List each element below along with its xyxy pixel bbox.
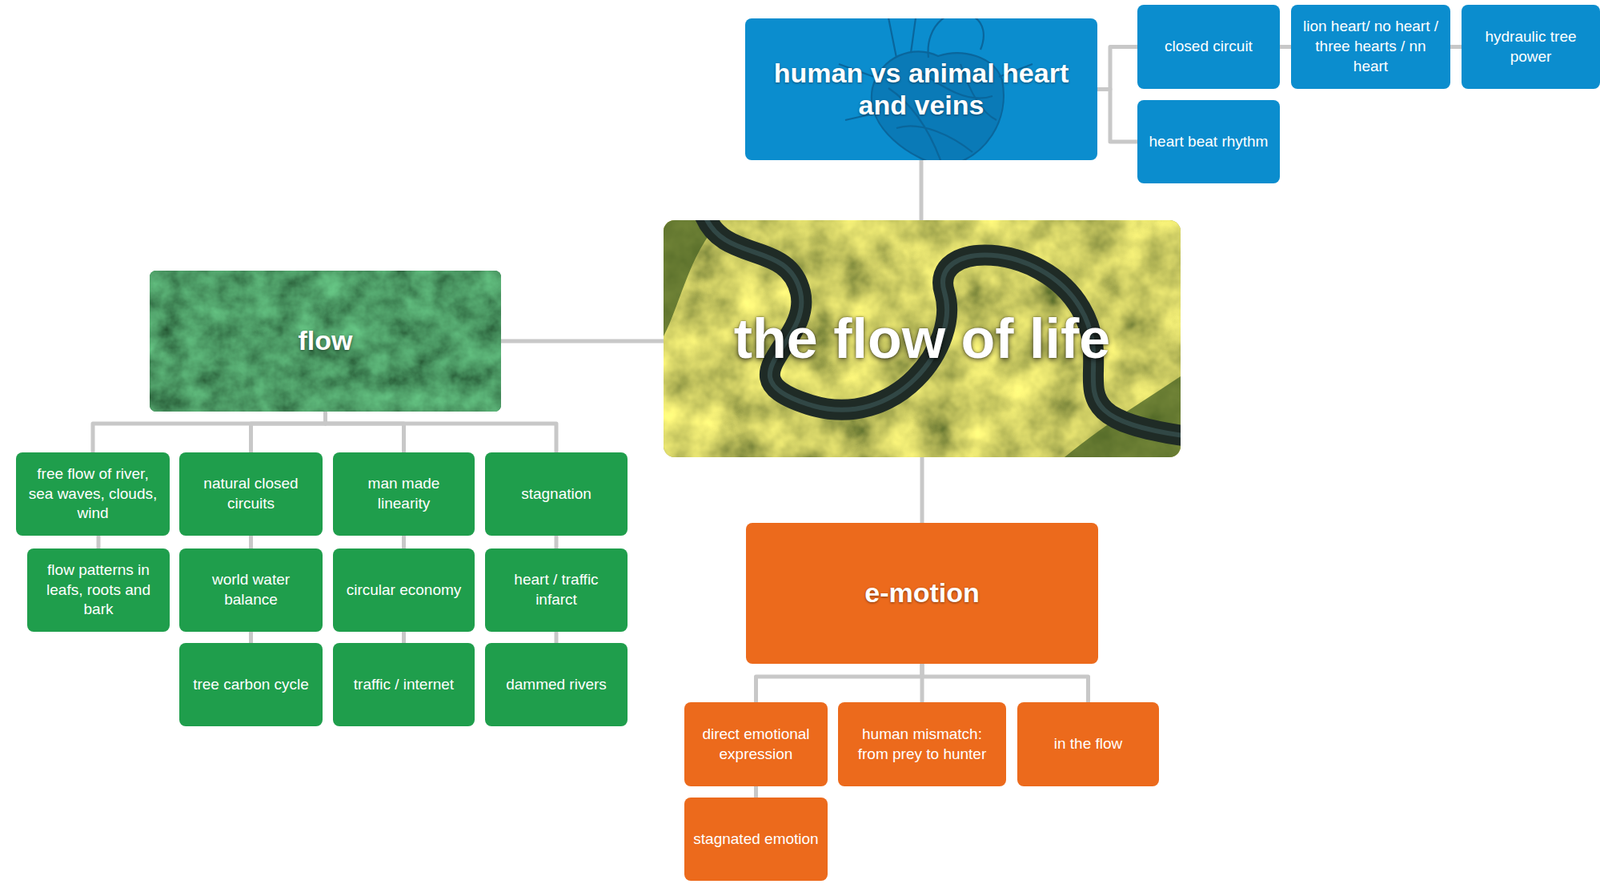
node-label: stagnated emotion bbox=[693, 829, 819, 850]
river-glint bbox=[704, 220, 1181, 437]
connector-line bbox=[325, 411, 558, 453]
node-label: tree carbon cycle bbox=[192, 674, 309, 695]
node-label: world water balance bbox=[187, 569, 315, 610]
node-label: human vs animal heart and veins bbox=[753, 57, 1090, 121]
subtopic-box: heart / traffic infarct bbox=[485, 548, 628, 632]
connector-line bbox=[753, 785, 758, 798]
subtopic-box: traffic / internet bbox=[332, 642, 475, 726]
topic-box: human vs animal heart and veins bbox=[745, 18, 1098, 161]
node-label: stagnation bbox=[521, 484, 592, 505]
connector-line bbox=[922, 663, 1089, 702]
subtopic-box: dammed rivers bbox=[485, 642, 628, 726]
connector-line bbox=[251, 411, 326, 453]
node-label: hydraulic tree power bbox=[1469, 27, 1592, 67]
node-label: traffic / internet bbox=[353, 674, 454, 695]
subtopic-box: flow patterns in leafs, roots and bark bbox=[27, 548, 170, 632]
node-label: lion heart/ no heart / three hearts / nn… bbox=[1299, 16, 1443, 77]
connector-line bbox=[554, 535, 559, 549]
subtopic-box: direct emotional expression bbox=[684, 701, 828, 786]
forest-shade bbox=[149, 270, 502, 412]
node-label: e-motion bbox=[864, 577, 980, 609]
aorta bbox=[928, 18, 984, 58]
node-label: in the flow bbox=[1054, 733, 1123, 754]
forest-illustration bbox=[149, 270, 502, 412]
node-label: man made linearity bbox=[340, 473, 467, 514]
subtopic-box: tree carbon cycle bbox=[179, 642, 323, 726]
central-topic: the flow of life bbox=[663, 220, 1181, 458]
connector-line bbox=[401, 535, 406, 549]
connector-line bbox=[401, 631, 406, 643]
forest-canopy bbox=[149, 270, 502, 412]
connector-line bbox=[1097, 89, 1138, 143]
subtopic-box: human mismatch: from prey to hunter bbox=[838, 701, 1007, 786]
connector-line bbox=[92, 411, 326, 453]
river-illustration bbox=[663, 220, 1181, 458]
connector-line bbox=[920, 457, 925, 523]
connector-line bbox=[96, 535, 101, 549]
subtopic-box: closed circuit bbox=[1137, 4, 1280, 89]
node-label: closed circuit bbox=[1164, 36, 1253, 57]
connector-line bbox=[325, 411, 405, 453]
subtopic-box: in the flow bbox=[1017, 701, 1159, 786]
node-label: the flow of life bbox=[733, 308, 1111, 370]
node-label: circular economy bbox=[346, 580, 462, 601]
node-label: heart beat rhythm bbox=[1149, 132, 1269, 153]
subtopic-box: stagnated emotion bbox=[684, 797, 828, 881]
subtopic-box: lion heart/ no heart / three hearts / nn… bbox=[1291, 4, 1451, 89]
subtopic-box: stagnation bbox=[485, 452, 628, 536]
heart-illustration bbox=[745, 18, 1098, 161]
subtopic-box: heart beat rhythm bbox=[1137, 100, 1280, 184]
node-label: free flow of river, sea waves, clouds, w… bbox=[24, 464, 162, 524]
node-label: natural closed circuits bbox=[187, 473, 315, 514]
connector-line bbox=[501, 339, 664, 344]
node-label: flow bbox=[298, 324, 353, 357]
connector-line bbox=[1097, 47, 1138, 90]
subtopic-box: natural closed circuits bbox=[179, 452, 323, 536]
topic-box: e-motion bbox=[745, 522, 1099, 664]
forest-ground bbox=[149, 270, 502, 412]
connector-line bbox=[248, 535, 253, 549]
connector-line bbox=[1450, 44, 1462, 49]
subtopic-box: free flow of river, sea waves, clouds, w… bbox=[16, 452, 170, 536]
node-label: heart / traffic infarct bbox=[493, 569, 620, 610]
connector-layer bbox=[92, 47, 1462, 798]
river bbox=[704, 220, 1181, 437]
node-label: direct emotional expression bbox=[692, 724, 820, 764]
subtopic-box: man made linearity bbox=[332, 452, 475, 536]
node-label: human mismatch: from prey to hunter bbox=[846, 724, 999, 764]
connector-line bbox=[554, 631, 559, 643]
subtopic-box: world water balance bbox=[179, 548, 323, 632]
connector-line bbox=[756, 663, 923, 702]
node-label: flow patterns in leafs, roots and bark bbox=[35, 560, 162, 620]
node-label: dammed rivers bbox=[505, 674, 607, 695]
topic-box: flow bbox=[149, 270, 502, 412]
subtopic-box: hydraulic tree power bbox=[1461, 4, 1600, 89]
connector-line bbox=[919, 160, 924, 221]
connector-line bbox=[248, 631, 253, 643]
subtopic-box: circular economy bbox=[332, 548, 475, 632]
connector-line bbox=[1279, 44, 1292, 49]
